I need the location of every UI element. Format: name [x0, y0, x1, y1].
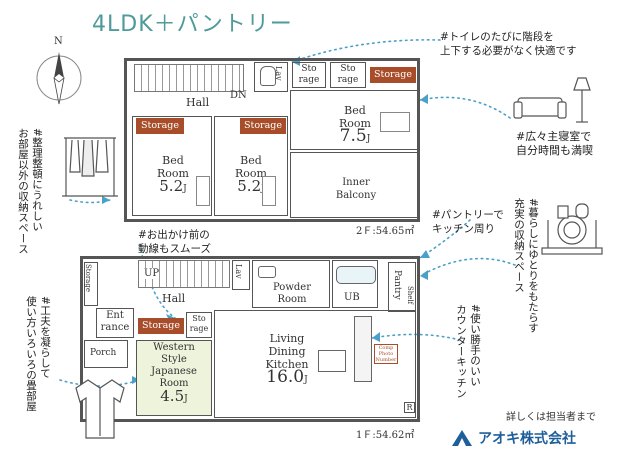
callout-japanese: #工夫を凝らして使い方いろいろの畳部屋 — [25, 296, 51, 412]
floor1-shelf-label: Shelf — [406, 286, 414, 305]
callout-master: #広々主寝室で自分時間も満喫 — [516, 130, 593, 157]
callout-organize: #整理整頓にうれしいお部屋以外の収納スペース — [17, 128, 43, 254]
floor2-storage-top: Storage — [370, 67, 416, 83]
floor2-inner-balcony — [290, 152, 418, 218]
kitchen-counter-icon — [354, 316, 372, 382]
company-logo-icon — [452, 430, 472, 446]
floor1-storage: Storage — [138, 318, 184, 334]
floor1-area: 1Ｆ:54.62㎡ — [356, 430, 415, 441]
bed-left-icon — [196, 176, 210, 206]
floor2-storage-1 — [292, 62, 326, 88]
sink-icon — [258, 266, 276, 278]
callout-pantry: #パントリーでキッチン周り — [432, 209, 504, 235]
floor2-bedroom-left — [132, 116, 212, 216]
floor1-japanese-room — [136, 340, 212, 416]
floor2-outer-wall — [124, 58, 420, 222]
compass-icon: N — [30, 36, 88, 108]
floor2-storage-left: Storage — [136, 118, 184, 134]
floor1-ub-label: UB — [344, 292, 360, 303]
floor2-hall-label: Hall — [186, 96, 210, 109]
floor1-porch-label: Porch — [90, 348, 117, 358]
floor2-storage-2 — [330, 62, 366, 88]
master-bed-icon — [380, 112, 410, 132]
floor1-lav — [232, 260, 250, 290]
clothes-rack-icon — [62, 137, 118, 197]
floor1-bath — [332, 260, 378, 308]
page-title: 4LDK＋パントリー — [92, 12, 293, 37]
dining-set-icon — [541, 203, 603, 255]
floor2-bedroom-right — [214, 116, 288, 216]
floor2-master-bedroom — [290, 90, 418, 150]
company-name: アオキ株式会社 — [478, 431, 576, 447]
callout-counter: #使い勝手のいいカウンターキッチン — [455, 304, 481, 399]
company-logo: アオキ株式会社 — [450, 428, 576, 448]
floor1-hall-label: Hall — [162, 292, 186, 305]
floor1-ldk — [214, 310, 416, 418]
dining-table-icon — [318, 350, 346, 372]
toilet-icon — [260, 66, 276, 86]
shirt-icon — [75, 379, 125, 439]
callout-toilet: #トイレのたびに階段を上下する必要がなく快適です — [440, 31, 577, 57]
floor1-pantry — [388, 262, 416, 312]
bed-right-icon — [262, 176, 276, 206]
footer-note: 詳しくは担当者まで — [506, 412, 596, 423]
sofa-lamp-icon — [513, 77, 591, 123]
floor1-pantry-label: Pantry — [392, 270, 402, 300]
callout-storage-life: #暮らしにゆとりをもたらす充実の収納スペース — [513, 198, 539, 333]
floor2-stairs — [134, 64, 244, 92]
floor1-sto — [186, 312, 212, 338]
floor2-area: 2Ｆ:54.65㎡ — [356, 226, 415, 237]
floor2-lav-label: Lav — [274, 66, 283, 81]
floor1-lav-label: Lav — [234, 264, 243, 279]
callout-route: #お出かけ前の動線もスムーズ — [138, 229, 211, 255]
bathtub-icon — [336, 266, 376, 284]
floor1-entrance — [96, 308, 134, 338]
floor1-porch — [84, 340, 128, 368]
floor1-up-label: UP — [144, 268, 160, 279]
floor2-storage-right: Storage — [240, 118, 286, 134]
floor1-outer-wall — [80, 256, 420, 422]
floor1-powder-room — [252, 260, 330, 308]
floor2-dn-label: DN — [230, 90, 247, 101]
compass-north-label: N — [54, 36, 63, 47]
floor1-storage-v — [84, 262, 98, 306]
floor1-r-label: R — [404, 402, 415, 413]
floor2-lav — [254, 62, 288, 92]
floor1-storage-v-label: Storage — [84, 264, 92, 292]
